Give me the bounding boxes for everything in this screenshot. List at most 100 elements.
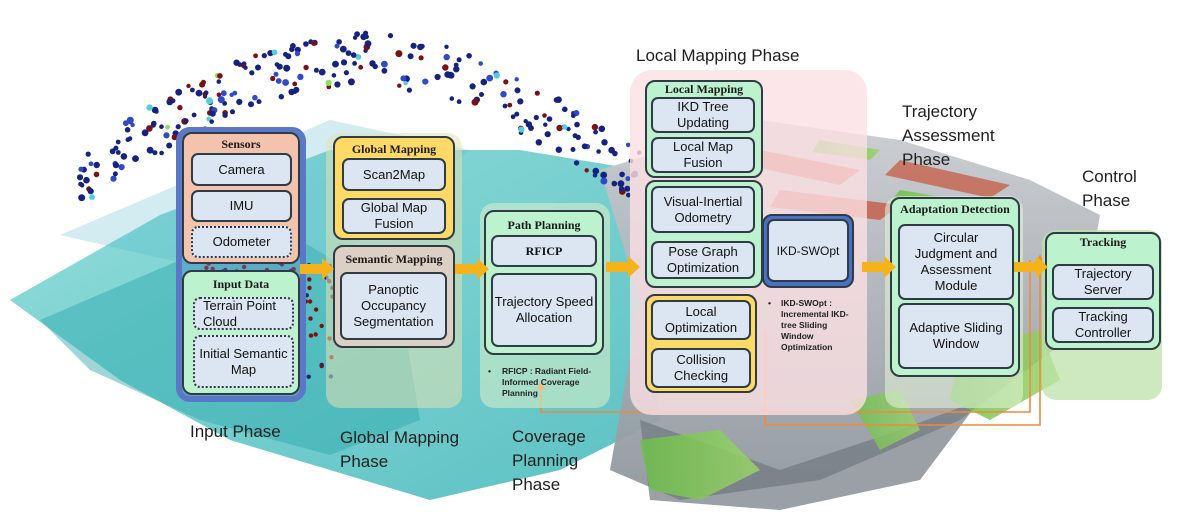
point-cloud-dot xyxy=(206,97,213,105)
point-cloud-dot xyxy=(608,146,615,154)
point-cloud-dot xyxy=(544,131,551,138)
point-cloud-dot xyxy=(216,79,222,84)
point-cloud-dot xyxy=(132,155,139,163)
point-cloud-dot xyxy=(150,122,156,128)
point-cloud-dot xyxy=(83,176,90,184)
point-cloud-dot xyxy=(200,79,206,85)
point-cloud-dot xyxy=(410,42,417,49)
point-cloud-dot xyxy=(278,94,284,100)
point-cloud-dot xyxy=(453,66,460,73)
point-cloud-dot xyxy=(166,98,173,106)
point-cloud-dot xyxy=(502,103,508,109)
global-mapping-title: Global Mapping xyxy=(351,142,437,156)
point-cloud-dot xyxy=(93,161,100,169)
point-cloud-dot xyxy=(237,62,243,67)
point-cloud-dot xyxy=(270,75,276,82)
point-cloud-dot xyxy=(276,63,283,70)
point-cloud-dot xyxy=(626,192,631,198)
point-cloud-dot xyxy=(514,77,519,82)
point-cloud-dot xyxy=(555,96,562,103)
point-cloud-dot xyxy=(363,30,369,36)
terrain-point-cloud-box: Terrain Point Cloud xyxy=(193,297,294,330)
point-cloud-dot xyxy=(598,125,606,133)
point-cloud-dot xyxy=(584,168,589,173)
arrow-assessment-to-control xyxy=(1014,256,1048,278)
point-cloud-dot xyxy=(318,68,326,76)
point-cloud-dot xyxy=(306,374,311,379)
point-cloud-dot xyxy=(479,92,484,97)
point-cloud-dot xyxy=(334,43,340,49)
point-cloud-dot xyxy=(562,106,568,113)
point-cloud-dot xyxy=(311,40,317,46)
point-cloud-dot xyxy=(282,79,289,86)
local-optimization-box: Local Optimization xyxy=(651,300,751,340)
point-cloud-dot xyxy=(203,90,209,96)
point-cloud-dot xyxy=(406,87,412,93)
point-cloud-dot xyxy=(76,174,84,181)
point-cloud-dot xyxy=(514,111,520,117)
point-cloud-dot xyxy=(347,78,355,86)
point-cloud-dot xyxy=(381,67,388,74)
point-cloud-dot xyxy=(574,121,580,128)
point-cloud-dot xyxy=(443,53,450,61)
point-cloud-dot xyxy=(617,180,625,188)
point-cloud-dot xyxy=(523,119,528,124)
point-cloud-dot xyxy=(334,81,341,88)
tracking-controller-box: Tracking Controller xyxy=(1052,307,1154,343)
point-cloud-dot xyxy=(294,51,300,57)
point-cloud-dot xyxy=(449,96,455,101)
point-cloud-dot xyxy=(336,39,342,45)
point-cloud-dot xyxy=(220,90,227,97)
point-cloud-dot xyxy=(313,67,319,73)
point-cloud-dot xyxy=(256,99,262,105)
point-cloud-dot xyxy=(624,185,631,192)
point-cloud-dot xyxy=(534,90,540,96)
point-cloud-dot xyxy=(350,52,357,58)
visual-inertial-odometry-box: Visual-Inertial Odometry xyxy=(651,186,755,233)
point-cloud-dot xyxy=(175,88,183,96)
point-cloud-dot xyxy=(503,79,509,85)
point-cloud-dot xyxy=(175,124,181,130)
point-cloud-dot xyxy=(510,114,516,120)
point-cloud-dot xyxy=(395,50,403,58)
local-map-fusion-box: Local Map Fusion xyxy=(651,137,755,173)
point-cloud-dot xyxy=(417,43,424,51)
point-cloud-dot xyxy=(592,172,598,178)
point-cloud-dot xyxy=(248,101,254,108)
point-cloud-dot xyxy=(283,64,291,72)
point-cloud-dot xyxy=(249,70,255,76)
point-cloud-dot xyxy=(115,139,121,145)
point-cloud-dot xyxy=(273,71,279,77)
point-cloud-dot xyxy=(566,126,571,132)
point-cloud-dot xyxy=(546,116,553,122)
point-cloud-dot xyxy=(442,64,449,71)
point-cloud-dot xyxy=(252,94,258,101)
point-cloud-dot xyxy=(591,123,599,131)
collision-checking-box: Collision Checking xyxy=(651,348,751,388)
point-cloud-dot xyxy=(151,106,159,114)
point-cloud-dot xyxy=(397,83,402,88)
arrow-local-to-assessment xyxy=(862,256,896,278)
point-cloud-dot xyxy=(331,73,337,78)
point-cloud-dot xyxy=(407,53,414,60)
pose-graph-optimization-box: Pose Graph Optimization xyxy=(651,241,755,279)
point-cloud-dot xyxy=(618,186,625,192)
point-cloud-dot xyxy=(165,124,171,130)
camera-box: Camera xyxy=(191,153,292,186)
point-cloud-dot xyxy=(478,61,484,66)
point-cloud-dot xyxy=(271,49,278,56)
point-cloud-dot xyxy=(387,33,394,39)
point-cloud-dot xyxy=(325,79,332,86)
point-cloud-dot xyxy=(166,142,173,149)
point-cloud-dot xyxy=(571,113,576,118)
point-cloud-dot xyxy=(229,92,234,98)
rficp-box: RFICP xyxy=(491,235,597,267)
point-cloud-dot xyxy=(570,147,576,152)
point-cloud-dot xyxy=(358,64,364,70)
point-cloud-dot xyxy=(112,171,118,177)
point-cloud-dot xyxy=(480,78,488,86)
point-cloud-dot xyxy=(115,150,121,155)
path-planning-title: Path Planning xyxy=(507,218,581,232)
point-cloud-dot xyxy=(253,53,258,59)
point-cloud-dot xyxy=(308,333,314,338)
